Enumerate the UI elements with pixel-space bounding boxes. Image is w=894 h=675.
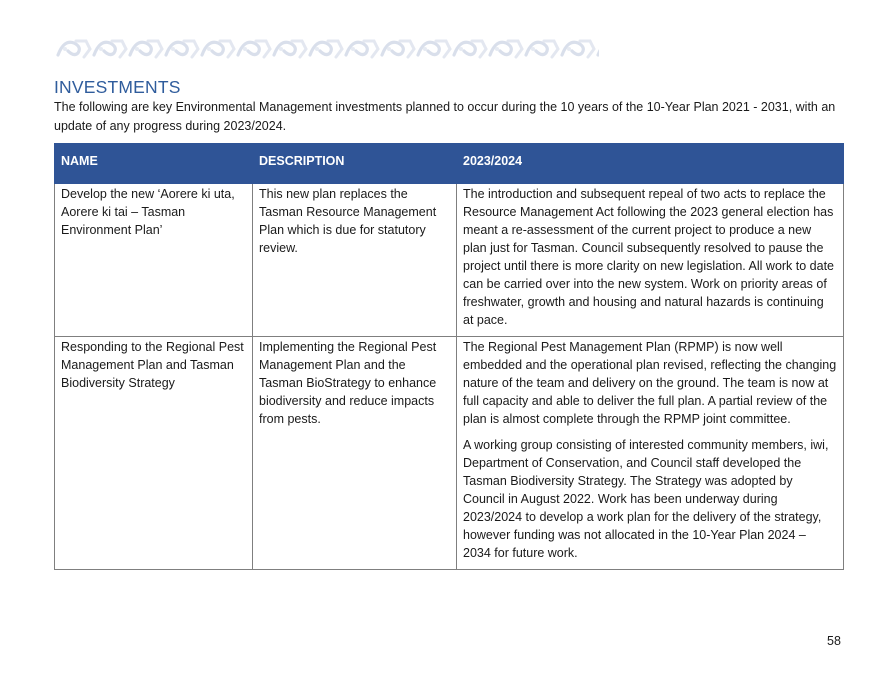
progress-paragraph: A working group consisting of interested… (463, 438, 829, 560)
cell-progress: The introduction and subsequent repeal o… (456, 183, 844, 337)
cell-description: Implementing the Regional Pest Managemen… (252, 336, 457, 570)
section-title: INVESTMENTS (54, 77, 181, 97)
cell-name: Responding to the Regional Pest Manageme… (54, 336, 253, 570)
table-header-row: NAME DESCRIPTION 2023/2024 (54, 143, 844, 184)
intro-paragraph: The following are key Environmental Mana… (54, 100, 836, 133)
progress-paragraph: The Regional Pest Management Plan (RPMP)… (463, 340, 837, 426)
table-row: Develop the new ‘Aorere ki uta, Aorere k… (54, 183, 844, 337)
table-row: Responding to the Regional Pest Manageme… (54, 336, 844, 570)
page-number: 58 (827, 634, 841, 648)
investments-table: NAME DESCRIPTION 2023/2024 Develop the n… (54, 143, 844, 570)
cell-progress: The Regional Pest Management Plan (RPMP)… (456, 336, 844, 570)
progress-paragraph: The introduction and subsequent repeal o… (463, 187, 835, 327)
column-header-name: NAME (54, 143, 253, 184)
decorative-pattern-banner (56, 37, 599, 59)
column-header-description: DESCRIPTION (252, 143, 457, 184)
column-header-progress: 2023/2024 (456, 143, 844, 184)
cell-name: Develop the new ‘Aorere ki uta, Aorere k… (54, 183, 253, 337)
cell-description: This new plan replaces the Tasman Resour… (252, 183, 457, 337)
